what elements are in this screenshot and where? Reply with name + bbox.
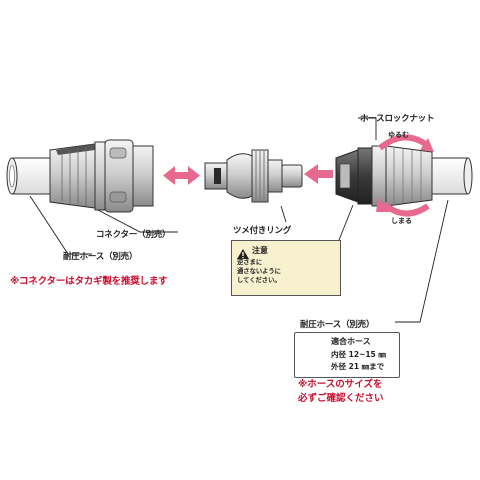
caution-body: 逆さまに 通さないように してください。 (237, 258, 281, 285)
connector-recommendation-note: ※コネクターはタカギ製を推奨します (10, 276, 168, 287)
lock-nut-label: ホースロックナット (360, 114, 435, 124)
claw-ring-illustration (335, 147, 373, 205)
left-hose-illustration (6, 157, 53, 195)
arrow-insert-right (304, 164, 333, 184)
leader-lines (29, 117, 449, 323)
outer-diameter: 外径 21 ㎜まで (331, 362, 385, 371)
compatible-hose-title: 適合ホース (331, 337, 371, 346)
joint-illustration (204, 149, 303, 203)
loosen-rotation-arrow (378, 134, 434, 152)
tighten-rotation-arrow (376, 198, 430, 217)
caution-box: 注意 逆さまに 通さないように してください。 (231, 240, 341, 296)
lock-nut-illustration (371, 145, 433, 207)
hose-size-note: ※ホースのサイズを 必ずご確認ください (298, 378, 384, 406)
connector-illustration (49, 139, 154, 213)
loosen-label: ゆるむ (388, 131, 409, 139)
hose-right-label: 耐圧ホース（別売） (300, 320, 375, 330)
tighten-label: しまる (391, 217, 412, 225)
double-arrow-left (163, 166, 200, 185)
claw-ring-label: ツメ付きリング (233, 226, 292, 236)
right-hose-illustration (431, 157, 473, 195)
inner-diameter: 内径 12~15 ㎜ (331, 350, 386, 359)
caution-line-2: 通さないように (237, 268, 281, 275)
compatible-hose-box: 適合ホース 内径 12~15 ㎜ 外径 21 ㎜まで (294, 332, 400, 378)
caution-line-3: してください。 (237, 277, 281, 284)
caution-icon (237, 244, 249, 259)
caution-line-1: 逆さまに (237, 259, 263, 266)
hose-size-note-line-1: ※ホースのサイズを (298, 379, 383, 390)
caution-title: 注意 (252, 246, 268, 255)
hose-left-label: 耐圧ホース（別売） (63, 252, 138, 262)
connector-label: コネクター（別売） (96, 230, 171, 240)
hose-size-note-line-2: 必ずご確認ください (298, 393, 384, 404)
